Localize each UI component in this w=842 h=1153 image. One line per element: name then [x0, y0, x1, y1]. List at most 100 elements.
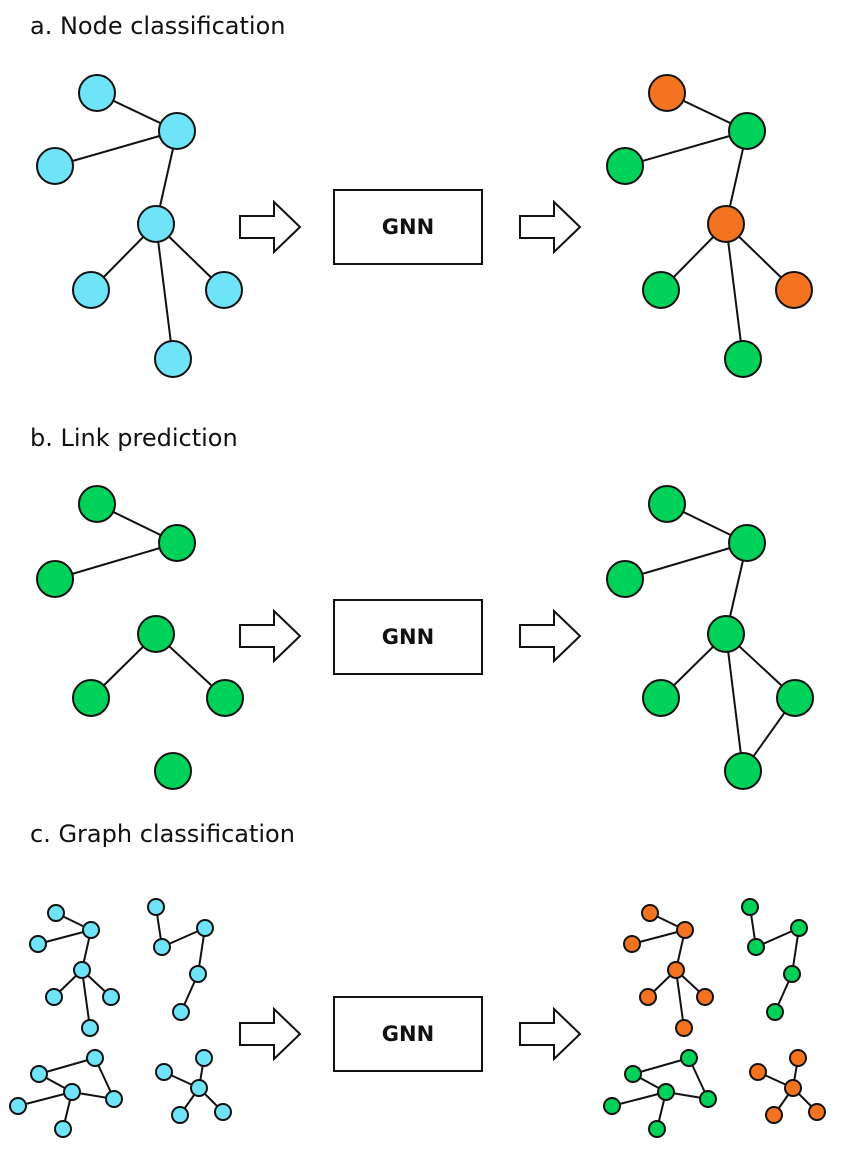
gnn-label: GNN [381, 625, 435, 649]
input-graph-node [105, 1090, 123, 1108]
input-graph-node [153, 938, 171, 956]
input-graph-edge [155, 223, 174, 360]
output-graph-edge [611, 1091, 667, 1107]
input-graph-node [154, 340, 192, 378]
input-graph-edge [81, 969, 91, 1029]
input-graph-node [73, 961, 91, 979]
input-graph-node [154, 752, 192, 790]
output-graph-node [623, 935, 641, 953]
input-graph-edge [54, 130, 178, 167]
input-graph-edge [38, 1057, 96, 1075]
input-graph-node [72, 679, 110, 717]
output-graph-node [789, 1049, 807, 1067]
output-graph-node [676, 921, 694, 939]
input-graph-node [189, 965, 207, 983]
output-graph-node [765, 1106, 783, 1124]
output-graph-node [642, 271, 680, 309]
input-graph-node [190, 1079, 208, 1097]
output-graph-node [675, 1019, 693, 1037]
input-graph-node [137, 205, 175, 243]
right-arrow-icon [239, 199, 302, 255]
output-graph-node [728, 112, 766, 150]
input-graph-node [36, 560, 74, 598]
input-graph-node [63, 1083, 81, 1101]
title-link-prediction: b. Link prediction [30, 424, 238, 452]
gnn-box-link: GNN [333, 599, 483, 675]
gnn-label: GNN [381, 1022, 435, 1046]
output-graph-node [696, 988, 714, 1006]
input-graph-node [9, 1097, 27, 1115]
input-graph-edge [17, 1091, 73, 1107]
output-graph-edge [675, 969, 685, 1029]
input-graph-node [205, 271, 243, 309]
output-graph-node [603, 1097, 621, 1115]
input-graph-node [155, 1063, 173, 1081]
output-graph-node [624, 1065, 642, 1083]
output-graph-node [749, 1063, 767, 1081]
output-graph-node [707, 205, 745, 243]
input-graph-node [78, 74, 116, 112]
output-graph-edge [725, 633, 744, 772]
output-graph-node [606, 147, 644, 185]
output-graph-node [657, 1083, 675, 1101]
output-graph-edge [631, 929, 686, 945]
output-graph-node [641, 904, 659, 922]
output-graph-node [667, 961, 685, 979]
output-graph-node [606, 560, 644, 598]
input-graph-node [78, 485, 116, 523]
output-graph-node [790, 919, 808, 937]
input-graph-node [81, 1019, 99, 1037]
input-graph-node [30, 1065, 48, 1083]
right-arrow-icon [239, 608, 302, 664]
output-graph-node [775, 271, 813, 309]
output-graph-node [724, 340, 762, 378]
input-graph-node [206, 679, 244, 717]
gnn-label: GNN [381, 215, 435, 239]
input-graph-node [158, 112, 196, 150]
output-graph-node [699, 1090, 717, 1108]
right-arrow-icon [519, 199, 582, 255]
output-graph-node [639, 988, 657, 1006]
input-graph-node [195, 1049, 213, 1067]
output-graph-node [648, 74, 686, 112]
gnn-box-graph: GNN [333, 996, 483, 1072]
output-graph-node [680, 1049, 698, 1067]
right-arrow-icon [519, 1006, 582, 1062]
gnn-box-node: GNN [333, 189, 483, 265]
input-graph-node [45, 988, 63, 1006]
input-graph-node [158, 524, 196, 562]
input-graph-node [86, 1049, 104, 1067]
input-graph-node [54, 1120, 72, 1138]
input-graph-node [214, 1103, 232, 1121]
input-graph-node [137, 615, 175, 653]
right-arrow-icon [239, 1006, 302, 1062]
input-graph-node [172, 1003, 190, 1021]
output-graph-node [808, 1103, 826, 1121]
input-graph-node [47, 904, 65, 922]
output-graph-edge [632, 1057, 690, 1075]
input-graph-node [102, 988, 120, 1006]
input-graph-node [196, 919, 214, 937]
output-graph-node [728, 524, 766, 562]
title-graph-classification: c. Graph classification [30, 820, 295, 848]
output-graph-node [784, 1079, 802, 1097]
output-graph-edge [624, 542, 748, 580]
output-graph-node [766, 1003, 784, 1021]
input-graph-node [29, 935, 47, 953]
output-graph-node [747, 938, 765, 956]
output-graph-node [642, 679, 680, 717]
input-graph-node [82, 921, 100, 939]
input-graph-edge [54, 542, 178, 580]
output-graph-node [707, 615, 745, 653]
output-graph-node [724, 752, 762, 790]
input-graph-edge [37, 929, 92, 945]
input-graph-node [36, 147, 74, 185]
right-arrow-icon [519, 608, 582, 664]
output-graph-node [648, 485, 686, 523]
output-graph-node [783, 965, 801, 983]
input-graph-node [171, 1106, 189, 1124]
output-graph-node [776, 679, 814, 717]
title-node-classification: a. Node classification [30, 12, 286, 40]
output-graph-edge [725, 223, 744, 360]
